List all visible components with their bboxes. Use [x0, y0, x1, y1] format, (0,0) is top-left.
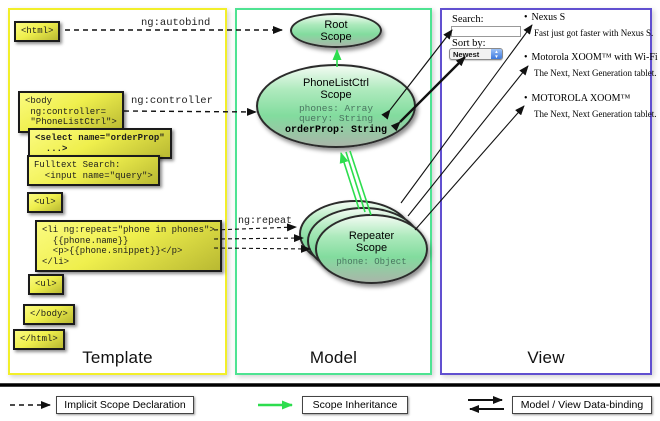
phone-list-item: •MOTOROLA XOOM™ The Next, Next Generatio… [524, 93, 657, 120]
phone-snippet: The Next, Next Generation tablet. [534, 68, 657, 78]
sort-select-value: Newest [453, 49, 480, 59]
code-box-html-open: <html> [14, 21, 61, 42]
bullet-icon: • [524, 93, 528, 104]
code-box-li-repeat: <li ng:repeat="phone in phones"> {{phone… [35, 220, 222, 272]
repeater-scope-title: Repeater Scope [348, 230, 395, 255]
legend-model-view-data-binding: Model / View Data-binding [512, 396, 652, 414]
code-box-ul-open: <ul> [27, 192, 63, 213]
phone-name: MOTOROLA XOOM™ [531, 93, 631, 104]
ng-controller-label: ng:controller [131, 95, 213, 107]
legend-double-arrow [468, 396, 504, 413]
sort-select[interactable]: Newest ▲▼ [449, 48, 503, 60]
root-scope-ellipse: Root Scope [290, 13, 382, 48]
phone-snippet: The Next, Next Generation tablet. [534, 109, 657, 119]
code-box-html-close: </html> [13, 329, 65, 350]
phone-name: Motorola XOOM™ with Wi-Fi [531, 52, 658, 63]
repeater-scope-ellipse: Repeater Scope phone: Object [315, 214, 428, 284]
view-panel-label: View [527, 348, 565, 367]
code-box-body-open: <body ng:controller= "PhoneListCtrl"> [18, 91, 124, 133]
phonelistctrl-scope-orderprop: orderProp: String [284, 124, 388, 136]
phone-list-item: •Nexus S Fast just got faster with Nexus… [524, 12, 654, 39]
template-panel-label: Template [82, 348, 153, 367]
root-scope-title: Root Scope [320, 18, 352, 43]
legend-implicit-scope-declaration: Implicit Scope Declaration [56, 396, 194, 414]
ng-autobind-label: ng:autobind [141, 17, 211, 29]
phonelistctrl-scope-ellipse: PhoneListCtrl Scope phones: Array query:… [256, 64, 416, 148]
select-stepper-icon: ▲▼ [491, 49, 502, 59]
code-box-ul-open-2: <ul> [28, 274, 64, 295]
bullet-icon: • [524, 12, 528, 23]
code-box-fulltext: Fulltext Search: <input name="query"> [27, 155, 160, 186]
bullet-icon: • [524, 52, 528, 63]
phonelistctrl-scope-props: phones: Array query: String [298, 102, 374, 124]
phonelistctrl-scope-title: PhoneListCtrl Scope [302, 76, 370, 101]
repeater-scope-props: phone: Object [336, 257, 407, 268]
phone-snippet: Fast just got faster with Nexus S. [534, 28, 654, 38]
model-panel-label: Model [309, 348, 358, 367]
ng-repeat-label: ng:repeat [238, 216, 293, 227]
phone-name: Nexus S [531, 12, 566, 23]
phone-list-item: •Motorola XOOM™ with Wi-Fi The Next, Nex… [524, 52, 658, 79]
search-input[interactable] [451, 26, 521, 37]
search-label: Search: [452, 14, 484, 25]
legend-scope-inheritance: Scope Inheritance [302, 396, 408, 414]
code-box-body-close: </body> [23, 304, 75, 325]
